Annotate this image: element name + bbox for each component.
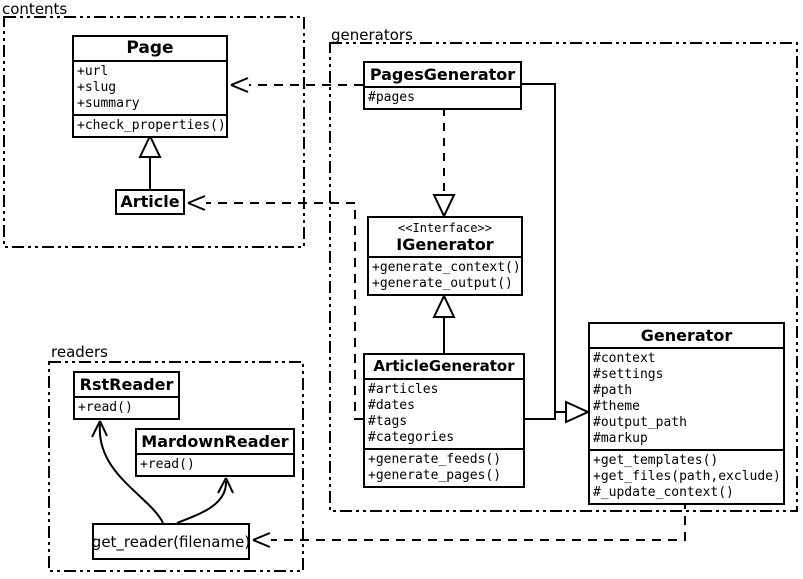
attribute: #context bbox=[593, 351, 656, 366]
class-box-page: Page +url +slug +summary +check_properti… bbox=[72, 35, 228, 138]
generalization-article-page bbox=[138, 133, 162, 189]
attribute: +url bbox=[77, 64, 109, 79]
class-box-article: Article bbox=[115, 189, 185, 215]
method: +check_properties() bbox=[77, 118, 226, 133]
methods-section: +read() bbox=[137, 453, 293, 475]
class-box-rstreader: RstReader +read() bbox=[73, 371, 180, 420]
class-box-generator: Generator #context #settings #path #them… bbox=[588, 322, 785, 505]
attribute: #output_path bbox=[593, 415, 687, 430]
class-box-pagesgenerator: PagesGenerator #pages bbox=[363, 61, 522, 110]
package-border-generators bbox=[329, 42, 798, 512]
attribute: #tags bbox=[368, 414, 408, 429]
attribute: #dates bbox=[368, 398, 415, 413]
attributes-section: #context #settings #path #theme #output_… bbox=[590, 347, 783, 449]
class-box-mardownreader: MardownReader +read() bbox=[135, 428, 295, 477]
generalization-articlegenerator-igenerator bbox=[432, 293, 456, 353]
stereotype: <<Interface>> bbox=[398, 221, 492, 235]
methods-section: +generate_feeds() +generate_pages() bbox=[365, 448, 523, 486]
attribute: #pages bbox=[368, 90, 415, 105]
package-label-readers: readers bbox=[51, 343, 108, 361]
attribute: +slug bbox=[77, 80, 117, 95]
dependency-articlegenerator-article bbox=[187, 195, 363, 420]
method: +get_templates() bbox=[593, 453, 719, 468]
dependency-generator-getreader bbox=[252, 500, 686, 548]
arrow-getreader-rstreader bbox=[91, 420, 164, 524]
dependency-pagesgenerator-page bbox=[230, 77, 363, 93]
class-name: PagesGenerator bbox=[369, 65, 516, 84]
class-name: IGenerator bbox=[396, 235, 494, 254]
method: +read() bbox=[78, 400, 133, 415]
method: +generate_context() bbox=[372, 260, 521, 275]
attribute: +summary bbox=[77, 96, 140, 111]
get-reader-box: get_reader(filename) bbox=[92, 523, 250, 560]
methods-section: +read() bbox=[75, 396, 178, 418]
class-name: RstReader bbox=[79, 375, 174, 394]
methods-section: +get_templates() +get_files(path,exclude… bbox=[590, 449, 783, 503]
method: +generate_feeds() bbox=[368, 452, 502, 467]
class-name: Generator bbox=[640, 326, 733, 345]
class-box-articlegenerator: ArticleGenerator #articles #dates #tags … bbox=[363, 353, 525, 488]
package-label-generators: generators bbox=[331, 26, 413, 44]
realization-pagesgenerator-igenerator bbox=[432, 108, 456, 219]
class-name: ArticleGenerator bbox=[373, 357, 515, 375]
attributes-section: #articles #dates #tags #categories bbox=[365, 378, 523, 448]
method: #_update_context() bbox=[593, 485, 734, 500]
class-name: Page bbox=[126, 38, 174, 58]
arrow-getreader-mardownreader bbox=[176, 477, 234, 524]
class-name: Article bbox=[120, 192, 180, 211]
package-border-contents bbox=[3, 16, 305, 248]
package-border-readers bbox=[48, 361, 304, 572]
methods-section: +check_properties() bbox=[74, 114, 226, 136]
attribute: #settings bbox=[593, 367, 664, 382]
attribute: #path bbox=[593, 383, 633, 398]
generalization-generators-generator bbox=[522, 83, 591, 424]
attribute: #articles bbox=[368, 382, 439, 397]
package-label-contents: contents bbox=[2, 0, 68, 18]
methods-section: +generate_context() +generate_output() bbox=[369, 256, 521, 294]
attribute: #markup bbox=[593, 431, 648, 446]
method: +get_files(path,exclude) bbox=[593, 469, 781, 484]
attribute: #theme bbox=[593, 399, 640, 414]
attributes-section: +url +slug +summary bbox=[74, 60, 226, 114]
method: +generate_output() bbox=[372, 276, 513, 291]
class-box-igenerator: <<Interface>> IGenerator +generate_conte… bbox=[367, 216, 523, 296]
attributes-section: #pages bbox=[365, 86, 520, 108]
class-name: MardownReader bbox=[141, 432, 289, 451]
attribute: #categories bbox=[368, 430, 455, 445]
method: +read() bbox=[140, 457, 195, 472]
method: +generate_pages() bbox=[368, 468, 502, 483]
